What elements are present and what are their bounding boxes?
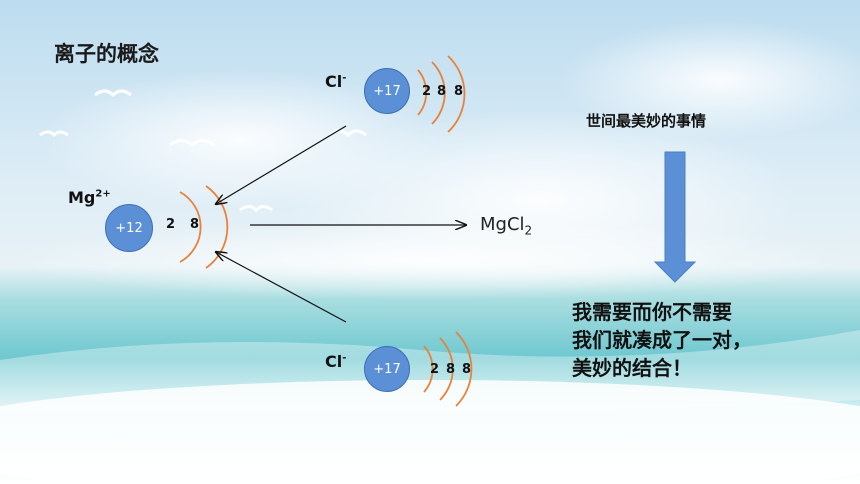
mg-charge: 2+ (95, 188, 111, 200)
cl-top-shell-count-2: 8 (437, 84, 447, 99)
mg-nucleus-charge: +12 (115, 220, 143, 236)
mg-shell-arc (179, 191, 202, 263)
cl-top-shell-arc (431, 61, 446, 125)
seagull (239, 205, 273, 213)
cl-bottom-shell-arc (423, 345, 434, 393)
cl-bottom-shell-count-3: 8 (462, 362, 472, 377)
side-line-3: 美妙的结合！ (572, 356, 692, 380)
side-heading: 世间最美妙的事情 (586, 112, 707, 130)
slide-title: 离子的概念 (54, 42, 159, 66)
cl-top-shell-arc (417, 69, 428, 116)
cl-top-charge: - (342, 72, 347, 84)
cl-top-shell-arc (447, 55, 466, 133)
seagull (39, 130, 69, 138)
cl-bottom-symbol: Cl (325, 352, 343, 371)
side-line-1: 我需要而你不需要 (572, 300, 732, 324)
arrow-cl-top-to-mg (216, 125, 347, 204)
cl-bottom-ion-label: Cl- (325, 352, 346, 371)
side-line-2: 我们就凑成了一对， (572, 328, 752, 352)
cl-top-ion-label: Cl- (325, 72, 346, 91)
mg-shell-count-1: 2 (166, 217, 176, 232)
mg-symbol: Mg (68, 188, 96, 207)
product-formula: MgCl2 (480, 214, 532, 238)
product-base: MgCl (480, 214, 525, 235)
down-arrow (653, 151, 697, 283)
cl-top-symbol: Cl (325, 72, 343, 91)
product-subscript: 2 (524, 223, 533, 238)
mg-nucleus: +12 (105, 204, 153, 252)
seagull (94, 89, 132, 98)
cl-bottom-shell-count-2: 8 (446, 362, 456, 377)
cl-bottom-shell-arc (455, 331, 473, 407)
cl-bottom-nucleus: +17 (364, 346, 410, 392)
cl-bottom-charge: - (342, 352, 347, 364)
mg-ion-label: Mg2+ (68, 188, 111, 207)
seagull (169, 139, 215, 148)
cl-top-nucleus: +17 (364, 68, 410, 114)
cl-bottom-nucleus-charge: +17 (373, 361, 401, 377)
cl-top-shell-count-1: 2 (422, 84, 432, 99)
arrow-cl-bottom-to-mg (216, 252, 347, 323)
cl-top-shell-count-3: 8 (454, 84, 464, 99)
cl-bottom-shell-count-1: 2 (430, 362, 440, 377)
cl-top-nucleus-charge: +17 (373, 83, 401, 99)
cl-bottom-shell-arc (439, 337, 454, 401)
mg-shell-count-2: 8 (190, 217, 200, 232)
